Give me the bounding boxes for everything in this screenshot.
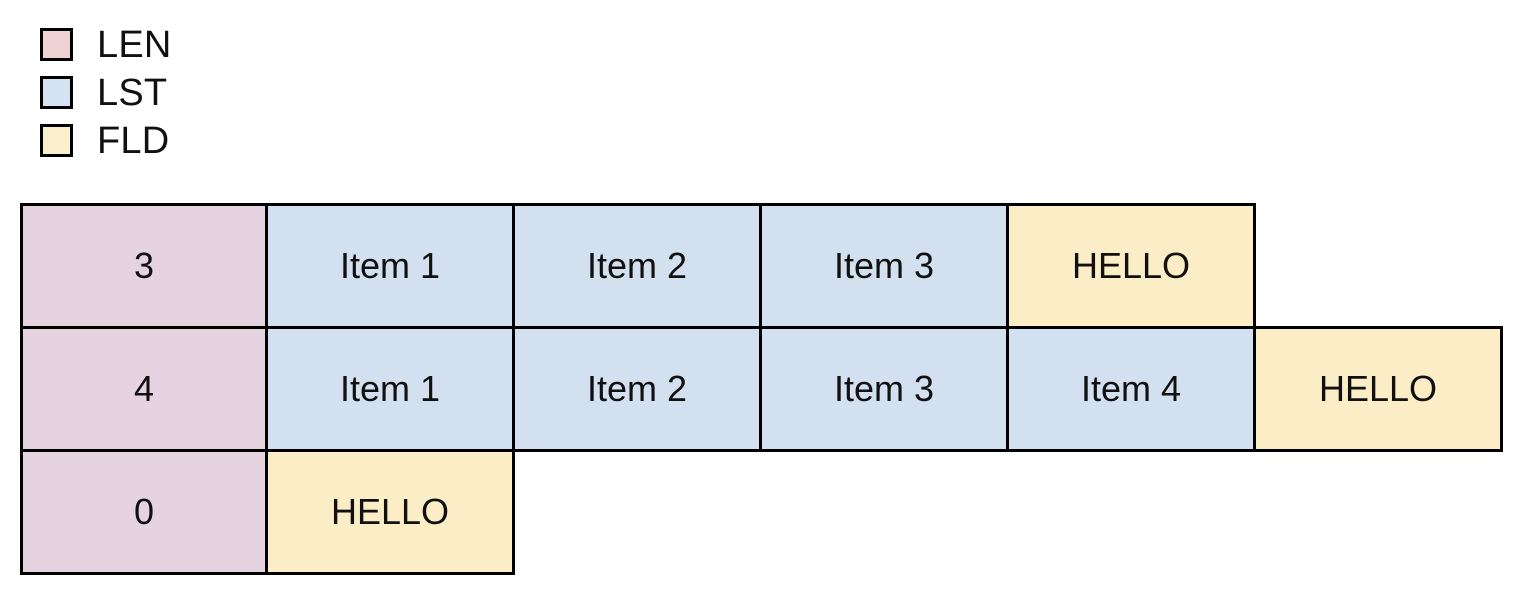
cell-lst: Item 2 bbox=[512, 203, 762, 329]
legend-label-len: LEN bbox=[97, 23, 172, 66]
legend-label-fld: FLD bbox=[97, 119, 170, 162]
memory-layout-diagram: 3 Item 1 Item 2 Item 3 HELLO 4 Item 1 It… bbox=[20, 203, 1503, 575]
legend-item-fld: FLD bbox=[40, 119, 172, 162]
legend-swatch-lst-icon bbox=[40, 76, 73, 109]
cell-lst: Item 1 bbox=[265, 326, 515, 452]
cell-lst: Item 3 bbox=[759, 326, 1009, 452]
cell-lst: Item 2 bbox=[512, 326, 762, 452]
table-row: 4 Item 1 Item 2 Item 3 Item 4 HELLO bbox=[20, 326, 1503, 452]
legend-swatch-fld-icon bbox=[40, 124, 73, 157]
cell-lst: Item 4 bbox=[1006, 326, 1256, 452]
cell-len: 4 bbox=[20, 326, 268, 452]
table-row: 0 HELLO bbox=[20, 449, 1503, 575]
cell-fld: HELLO bbox=[1253, 326, 1503, 452]
legend: LEN LST FLD bbox=[40, 23, 172, 162]
legend-item-len: LEN bbox=[40, 23, 172, 66]
cell-len: 3 bbox=[20, 203, 268, 329]
legend-item-lst: LST bbox=[40, 71, 172, 114]
legend-label-lst: LST bbox=[97, 71, 168, 114]
cell-fld: HELLO bbox=[265, 449, 515, 575]
legend-swatch-len-icon bbox=[40, 28, 73, 61]
cell-lst: Item 3 bbox=[759, 203, 1009, 329]
cell-lst: Item 1 bbox=[265, 203, 515, 329]
cell-fld: HELLO bbox=[1006, 203, 1256, 329]
cell-len: 0 bbox=[20, 449, 268, 575]
table-row: 3 Item 1 Item 2 Item 3 HELLO bbox=[20, 203, 1503, 329]
